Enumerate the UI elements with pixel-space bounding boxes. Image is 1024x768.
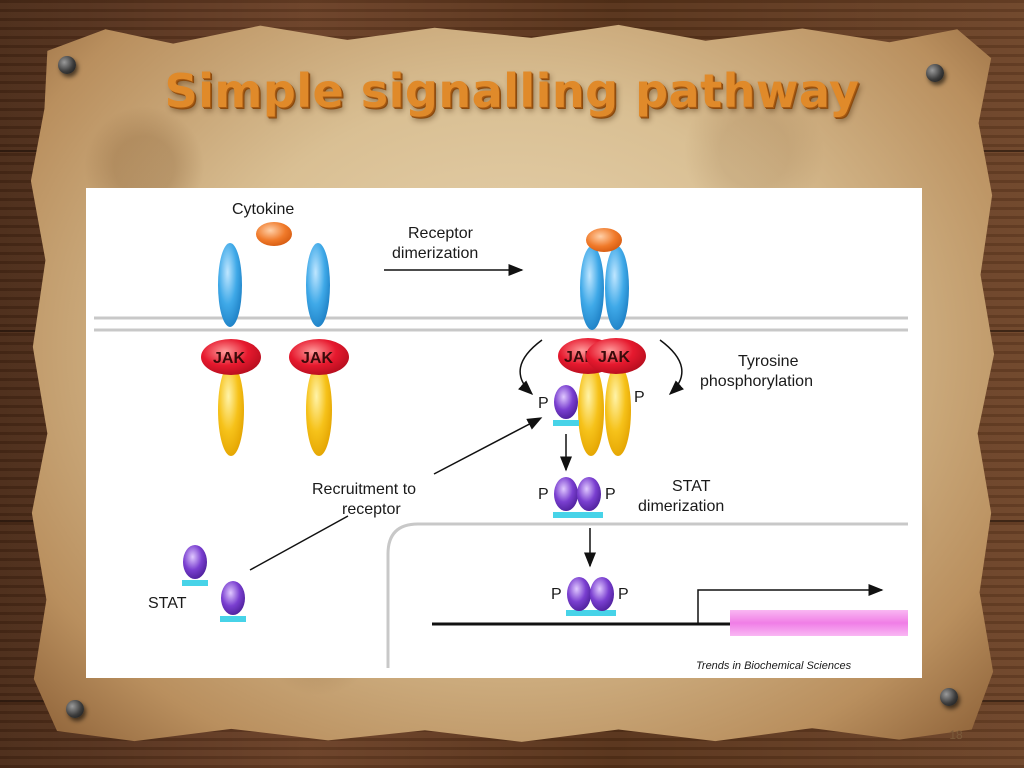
stat-protein — [567, 577, 591, 611]
tyrosine-phosphorylation-label-line2: phosphorylation — [700, 373, 813, 390]
phosphate-label: P — [551, 586, 562, 603]
recruitment-arrow-lower — [249, 515, 349, 571]
nail-icon — [940, 688, 958, 706]
receptor-monomer-2: JAK — [289, 243, 349, 456]
stat-protein — [590, 577, 614, 611]
receptor-dimerization-label-line2: dimerization — [392, 245, 478, 262]
receptor-monomer-1: JAK — [201, 243, 261, 456]
cytokine-label: Cytokine — [232, 201, 294, 218]
recruitment-label-line2: receptor — [342, 501, 401, 518]
nail-icon — [66, 700, 84, 718]
target-gene — [730, 610, 908, 636]
stat-protein — [221, 581, 245, 615]
jak-kinase — [289, 339, 349, 375]
recruitment-arrow-upper — [433, 417, 543, 475]
stat-dimerization-label-line1: STAT — [672, 478, 711, 495]
tyrosine-phosphorylation-label-line1: Tyrosine — [738, 353, 799, 370]
receptor-extracellular-domain — [218, 243, 242, 327]
receptor-extracellular-domain — [605, 246, 629, 330]
stat-dimer-cytoplasm: P P — [538, 477, 616, 518]
stat-bound-to-receptor: P — [538, 385, 579, 426]
transcription-start-arrow — [697, 584, 884, 624]
nail-icon — [58, 56, 76, 74]
jak-kinase — [201, 339, 261, 375]
receptor-intracellular-domain — [605, 364, 631, 456]
stat-dimerization-label-line2: dimerization — [638, 498, 724, 515]
stat-monomer — [220, 581, 246, 622]
slide-page-number: 18 — [949, 728, 963, 742]
cytokine-molecule — [256, 222, 292, 246]
stat-base — [566, 610, 616, 616]
stat-protein — [577, 477, 601, 511]
receptor-dimerization-label-line1: Receptor — [408, 225, 474, 242]
stat-dimer-nucleus: P P — [551, 577, 629, 616]
phosphorylation-arrow-left — [518, 339, 543, 396]
slide-title: Simple signalling pathway — [164, 64, 860, 118]
receptor-extracellular-domain — [306, 243, 330, 327]
phosphate-label: P — [634, 389, 645, 406]
pathway-diagram: Cytokine JAK JAK Receptor dimerization — [94, 201, 908, 672]
receptor-dimer: JAK JAK — [558, 228, 646, 456]
receptor-intracellular-domain — [306, 364, 332, 456]
jak-label: JAK — [301, 350, 333, 367]
stat-base — [553, 420, 579, 426]
stat-base — [182, 580, 208, 586]
stat-base — [553, 512, 603, 518]
stat-monomer — [182, 545, 208, 586]
jak-label: JAK — [598, 349, 630, 366]
phosphate-label: P — [538, 486, 549, 503]
stat-protein — [554, 385, 578, 419]
phosphate-label: P — [618, 586, 629, 603]
jak-stat-pathway-figure: Cytokine JAK JAK Receptor dimerization — [86, 188, 922, 678]
stat-protein — [554, 477, 578, 511]
recruitment-label-line1: Recruitment to — [312, 481, 416, 498]
cytokine-molecule — [586, 228, 622, 252]
stat-base — [220, 616, 246, 622]
stat-label: STAT — [148, 595, 187, 612]
phosphorylation-arrow-right — [659, 339, 684, 396]
jak-kinase — [586, 338, 646, 374]
receptor-intracellular-domain — [578, 364, 604, 456]
phosphate-label: P — [605, 486, 616, 503]
source-credit: Trends in Biochemical Sciences — [696, 660, 852, 672]
nail-icon — [926, 64, 944, 82]
receptor-extracellular-domain — [580, 246, 604, 330]
nuclear-membrane — [386, 522, 908, 668]
jak-label: JAK — [213, 350, 245, 367]
receptor-intracellular-domain — [218, 364, 244, 456]
stat-protein — [183, 545, 207, 579]
phosphate-label: P — [538, 395, 549, 412]
